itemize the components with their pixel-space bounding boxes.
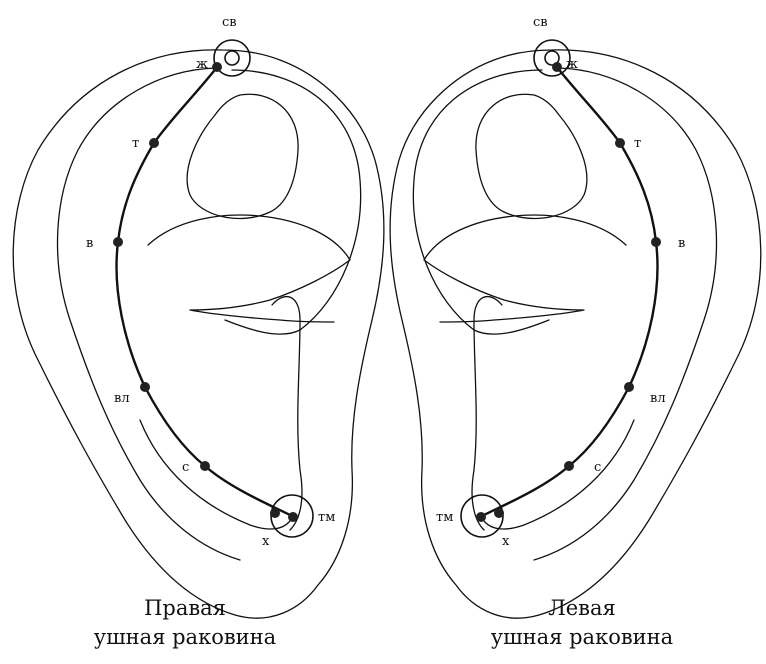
left-ear-point-zh	[552, 62, 562, 72]
right-ear-outer-outline	[13, 50, 384, 618]
right-ear-label-v: в	[86, 236, 93, 251]
left-ear-point-s	[564, 461, 574, 471]
right-ear-point-v	[113, 237, 123, 247]
left-ear-meridian-line	[482, 66, 657, 516]
right-ear-point-t	[149, 138, 159, 148]
left-ear-label-zh: ж	[566, 57, 578, 72]
right-ear-label-t: т	[132, 136, 139, 151]
left-ear-label-kh: х	[502, 534, 510, 549]
left-ear-cv-ring	[534, 40, 570, 76]
right-ear-point-kh	[270, 508, 280, 518]
right-ear-helix-inner	[225, 70, 361, 334]
left-ear-label-v: в	[678, 236, 685, 251]
left-ear-caption-line2: ушная раковина	[491, 625, 673, 649]
left-ear-point-vl	[624, 382, 634, 392]
right-ear-caption-line1: Правая	[144, 596, 226, 620]
right-ear-label-kh: х	[262, 534, 270, 549]
left-ear-label-s: с	[594, 460, 601, 475]
right-ear: св ж т в вл с х тм Правая ушная раковина	[13, 15, 384, 649]
left-ear: св ж т в вл с х тм Левая ушная раковина	[390, 15, 761, 649]
left-ear-label-t: т	[634, 136, 641, 151]
left-ear-point-kh	[494, 508, 504, 518]
right-ear-point-vl	[140, 382, 150, 392]
right-ear-label-vl: вл	[114, 391, 130, 406]
left-ear-point-tm	[476, 512, 486, 522]
right-ear-caption-line2: ушная раковина	[94, 625, 276, 649]
right-ear-point-zh	[212, 62, 222, 72]
left-ear-label-tm: тм	[436, 510, 453, 525]
right-ear-meridian-line	[117, 66, 292, 516]
right-ear-point-s	[200, 461, 210, 471]
left-ear-concha-upper	[476, 94, 587, 218]
right-ear-antihelix-fold	[148, 215, 350, 322]
left-ear-point-v	[651, 237, 661, 247]
left-ear-label-cv: св	[533, 15, 548, 30]
right-ear-cv-inner-ring	[225, 51, 239, 65]
left-ear-outer-outline	[390, 50, 761, 618]
right-ear-concha-upper	[187, 94, 298, 218]
left-ear-point-t	[615, 138, 625, 148]
right-ear-point-tm	[288, 512, 298, 522]
left-ear-label-vl: вл	[650, 391, 666, 406]
right-ear-label-tm: тм	[318, 510, 335, 525]
left-ear-caption-line1: Левая	[548, 596, 616, 620]
left-ear-helix-inner	[413, 70, 549, 334]
right-ear-label-zh: ж	[196, 57, 208, 72]
right-ear-label-cv: св	[222, 15, 237, 30]
right-ear-label-s: с	[182, 460, 189, 475]
left-ear-antihelix-fold	[424, 215, 626, 322]
